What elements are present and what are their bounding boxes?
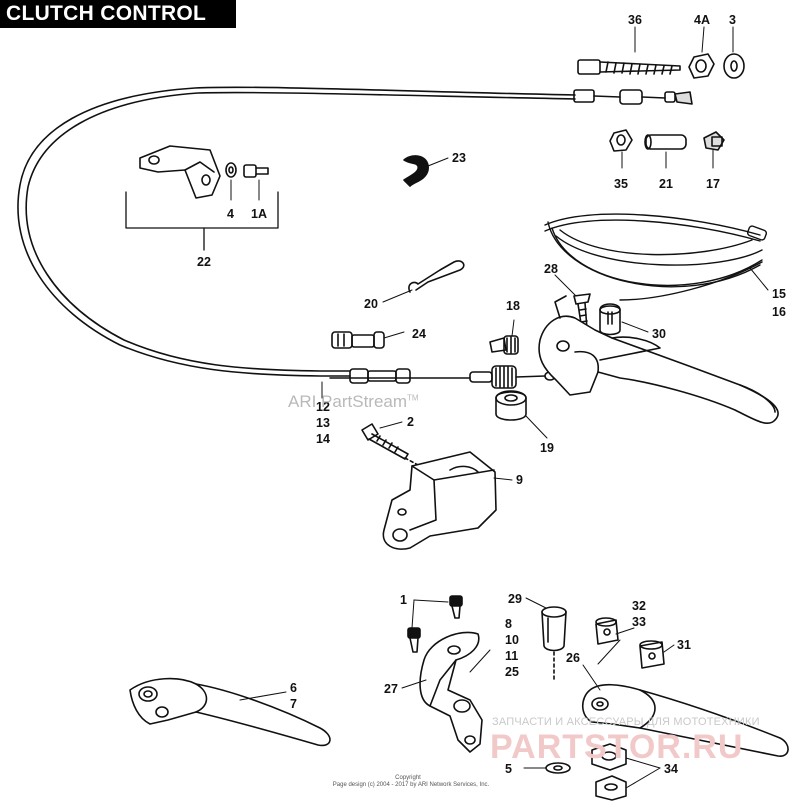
label-1: 1 [400, 593, 407, 607]
clutch-lever-assembly [538, 295, 779, 425]
bolt-1A [243, 164, 269, 178]
bushing-19 [495, 390, 527, 421]
label-24: 24 [412, 327, 426, 341]
label-26: 26 [566, 651, 580, 665]
bracket-22 [139, 145, 221, 199]
pin-30 [599, 303, 621, 336]
label-13: 13 [316, 416, 330, 430]
sleeve-21 [644, 134, 687, 150]
label-31: 31 [677, 638, 691, 652]
washer-4 [225, 162, 237, 178]
site-caption-watermark: ЗАПЧАСТИ И АКСЕССУАРЫ ДЛЯ МОТОТЕХНИКИ [492, 716, 760, 728]
coiled-cable-15-16 [544, 213, 768, 301]
nut-4A [688, 53, 715, 79]
connector-24 [331, 331, 385, 349]
bracket-22-group-bracket [125, 191, 279, 251]
site-brand-watermark: PARTSTOR.RU [490, 728, 744, 766]
label-5: 5 [505, 762, 512, 776]
label-9: 9 [516, 473, 523, 487]
clamp-block-9 [382, 451, 497, 550]
diagram-title: CLUTCH CONTROL [0, 0, 236, 28]
label-8: 8 [505, 617, 512, 631]
label-6: 6 [290, 681, 297, 695]
leader-lines [230, 26, 769, 789]
label-16: 16 [772, 305, 786, 319]
label-4: 4 [227, 207, 234, 221]
copyright-line-1: Copyright [395, 775, 421, 781]
label-35: 35 [614, 177, 628, 191]
adjuster-18 [489, 335, 519, 355]
label-17: 17 [706, 177, 720, 191]
lever-6-7 [129, 677, 331, 747]
label-33: 33 [632, 615, 646, 629]
label-36: 36 [628, 13, 642, 27]
pin-29 [541, 606, 567, 681]
ari-partstream-watermark: ARI PartStreamTM [288, 392, 419, 412]
pin-31 [639, 640, 665, 669]
adjuster-screw-36 [577, 59, 681, 75]
label-27: 27 [384, 682, 398, 696]
label-3: 3 [729, 13, 736, 27]
label-20: 20 [364, 297, 378, 311]
label-7: 7 [290, 697, 297, 711]
pin-32-33 [595, 617, 619, 645]
cable-top-end-fittings [573, 89, 693, 105]
lever-perch-27 [419, 631, 483, 753]
part-labels: 36 4A 3 23 4 1A 22 35 21 17 20 28 15 16 … [197, 13, 786, 776]
label-4A: 4A [694, 13, 710, 27]
nut-34 [591, 743, 627, 801]
ari-watermark-text: ARI PartStream [288, 392, 408, 411]
label-25: 25 [505, 665, 519, 679]
label-23: 23 [452, 151, 466, 165]
label-2: 2 [407, 415, 414, 429]
label-10: 10 [505, 633, 519, 647]
label-29: 29 [508, 592, 522, 606]
label-30: 30 [652, 327, 666, 341]
copyright-line-2: Page design (c) 2004 - 2017 by ARI Netwo… [332, 782, 490, 788]
bolt-2 [361, 423, 421, 467]
label-21: 21 [659, 177, 673, 191]
label-14: 14 [316, 432, 330, 446]
leader-26-lines [582, 639, 621, 691]
cable-end-17 [703, 131, 725, 151]
clutch-cable-loop [17, 86, 576, 379]
clip-23 [403, 155, 429, 187]
label-11: 11 [505, 649, 518, 663]
label-19: 19 [540, 441, 554, 455]
label-1A: 1A [251, 207, 267, 221]
label-12: 12 [316, 400, 330, 414]
label-28: 28 [544, 262, 558, 276]
screws-1 [407, 595, 463, 653]
nut-35 [609, 129, 633, 152]
spring-20 [408, 260, 465, 293]
label-18: 18 [506, 299, 520, 313]
washer-3 [723, 53, 745, 79]
label-32: 32 [632, 599, 646, 613]
label-34: 34 [664, 762, 678, 776]
ari-watermark-tm: TM [407, 393, 419, 403]
label-15: 15 [772, 287, 786, 301]
label-22: 22 [197, 255, 211, 269]
lever-26 [581, 683, 789, 757]
cable-lower-fittings [349, 365, 556, 389]
